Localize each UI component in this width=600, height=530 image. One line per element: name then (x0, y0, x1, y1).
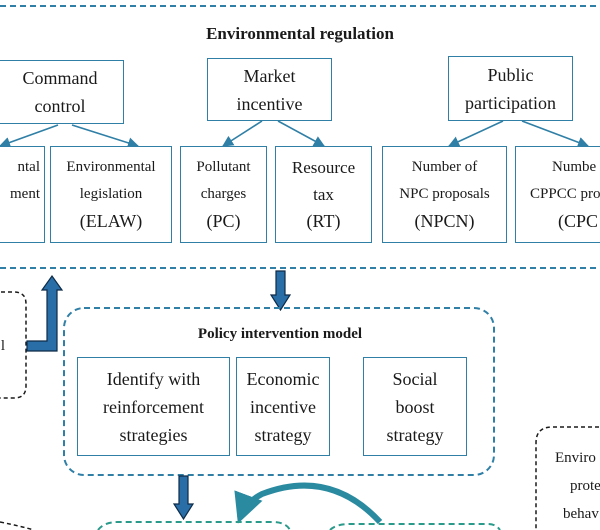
indicator-code: (CPC (558, 211, 599, 231)
indicator-code: (RT) (306, 211, 341, 231)
indicator-line2: tax (313, 185, 334, 204)
category-label-line2: incentive (236, 93, 303, 114)
arrow-public-to-cpcn (521, 120, 590, 148)
indicator-line1: Resource (291, 158, 356, 177)
category-label-line1: Command (22, 68, 98, 88)
environmental-regulation-title: Environmental regulation (206, 24, 394, 43)
left-partial-frame (0, 291, 27, 399)
indicator-environmental-management: ntal ment (0, 146, 45, 243)
category-command-control: Command control (0, 60, 124, 124)
elbow-arrow-up (26, 274, 64, 352)
indicator-line2: legislation (79, 186, 143, 202)
indicator-code (10, 208, 40, 235)
indicator-line1: Pollutant (196, 159, 251, 175)
indicator-line1: Number of (411, 159, 478, 175)
arrow-market-to-rt (277, 120, 325, 147)
indicator-line1: Environmental (66, 159, 156, 175)
strategy-line3: strategy (386, 424, 444, 445)
strategy-social-boost: Social boost strategy (363, 357, 467, 456)
arrow-public-to-npcn (447, 120, 504, 147)
indicator-line2: charges (200, 186, 247, 202)
indicator-code: (PC) (206, 211, 241, 231)
indicator-line2: NPC proposals (399, 186, 490, 202)
strategy-economic-incentive: Economic incentive strategy (236, 357, 330, 456)
teal-curved-arrow (234, 482, 383, 525)
indicator-code: (NPCN) (414, 211, 475, 231)
arrow-command-to-left (0, 124, 59, 148)
strategy-line1: Identify with (106, 368, 201, 389)
bottom-mid-partial-frame (97, 521, 291, 530)
category-public-participation: Public participation (448, 56, 573, 121)
indicator-line1: Numbe (552, 159, 597, 175)
indicator-elaw: Environmental legislation (ELAW) (50, 146, 172, 243)
right-partial-line1: Enviro (555, 450, 596, 466)
category-label-line1: Public (487, 64, 534, 85)
indicator-code: (ELAW) (79, 211, 143, 231)
policy-frame (63, 307, 495, 476)
arrow-market-to-pc (222, 120, 263, 147)
strategy-line2: boost (395, 396, 435, 417)
arrow-command-to-elaw (71, 124, 140, 149)
indicator-pc: Pollutant charges (PC) (180, 146, 267, 243)
strategy-line3: strategy (254, 424, 312, 445)
strategy-line1: Social (392, 368, 438, 389)
right-partial-text: Enviro prote behav (555, 444, 600, 528)
bottom-left-partial-frame (0, 521, 35, 530)
indicator-line2: ment (10, 186, 40, 202)
strategy-line3: strategies (119, 424, 188, 445)
down-arrow-bottom (172, 475, 195, 521)
right-partial-frame (535, 426, 600, 530)
strategy-line2: reinforcement (103, 396, 204, 417)
indicator-npcn: Number of NPC proposals (NPCN) (382, 146, 507, 243)
indicator-cpcn: Numbe CPPCC pro (CPC (515, 146, 600, 243)
right-partial-line2: prote (570, 478, 600, 494)
indicator-rt: Resource tax (RT) (275, 146, 372, 243)
indicator-line2: CPPCC pro (530, 186, 600, 202)
strategy-line1: Economic (246, 368, 320, 389)
category-label-line1: Market (243, 65, 296, 86)
right-partial-line3: behav (563, 506, 599, 522)
strategy-line2: incentive (250, 396, 316, 417)
left-partial-text: l (0, 338, 6, 354)
category-market-incentive: Market incentive (207, 58, 332, 121)
bottom-right-partial-frame (329, 523, 501, 530)
strategy-identify-reinforcement: Identify with reinforcement strategies (77, 357, 230, 456)
category-label-line2: participation (465, 92, 556, 113)
category-label-line2: control (34, 96, 86, 116)
indicator-line1: ntal (17, 159, 41, 175)
policy-intervention-title: Policy intervention model (197, 326, 363, 342)
down-arrow-to-policy (269, 270, 292, 312)
